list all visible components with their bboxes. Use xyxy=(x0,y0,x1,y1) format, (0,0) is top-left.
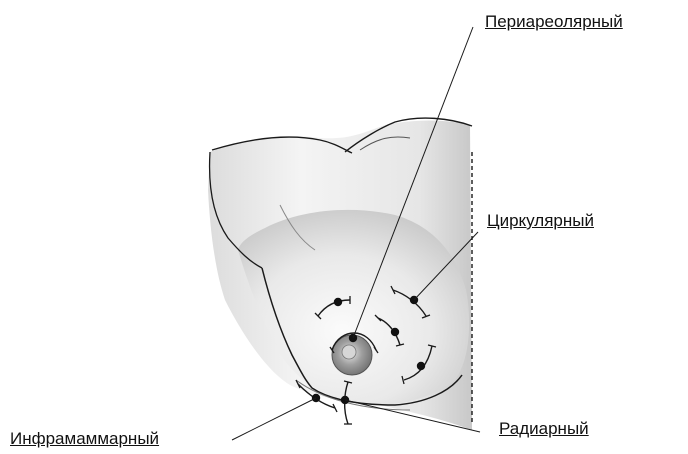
incision-dot xyxy=(334,298,342,306)
incision-dot xyxy=(417,362,425,370)
label-periareolar: Периареолярный xyxy=(485,13,623,30)
nipple xyxy=(342,345,356,359)
leader-line-inframammary xyxy=(232,398,316,440)
label-inframammary: Инфрамаммарный xyxy=(10,430,159,447)
label-radial: Радиарный xyxy=(499,420,589,437)
label-circular: Циркулярный xyxy=(487,212,594,229)
incision-dot xyxy=(391,328,399,336)
